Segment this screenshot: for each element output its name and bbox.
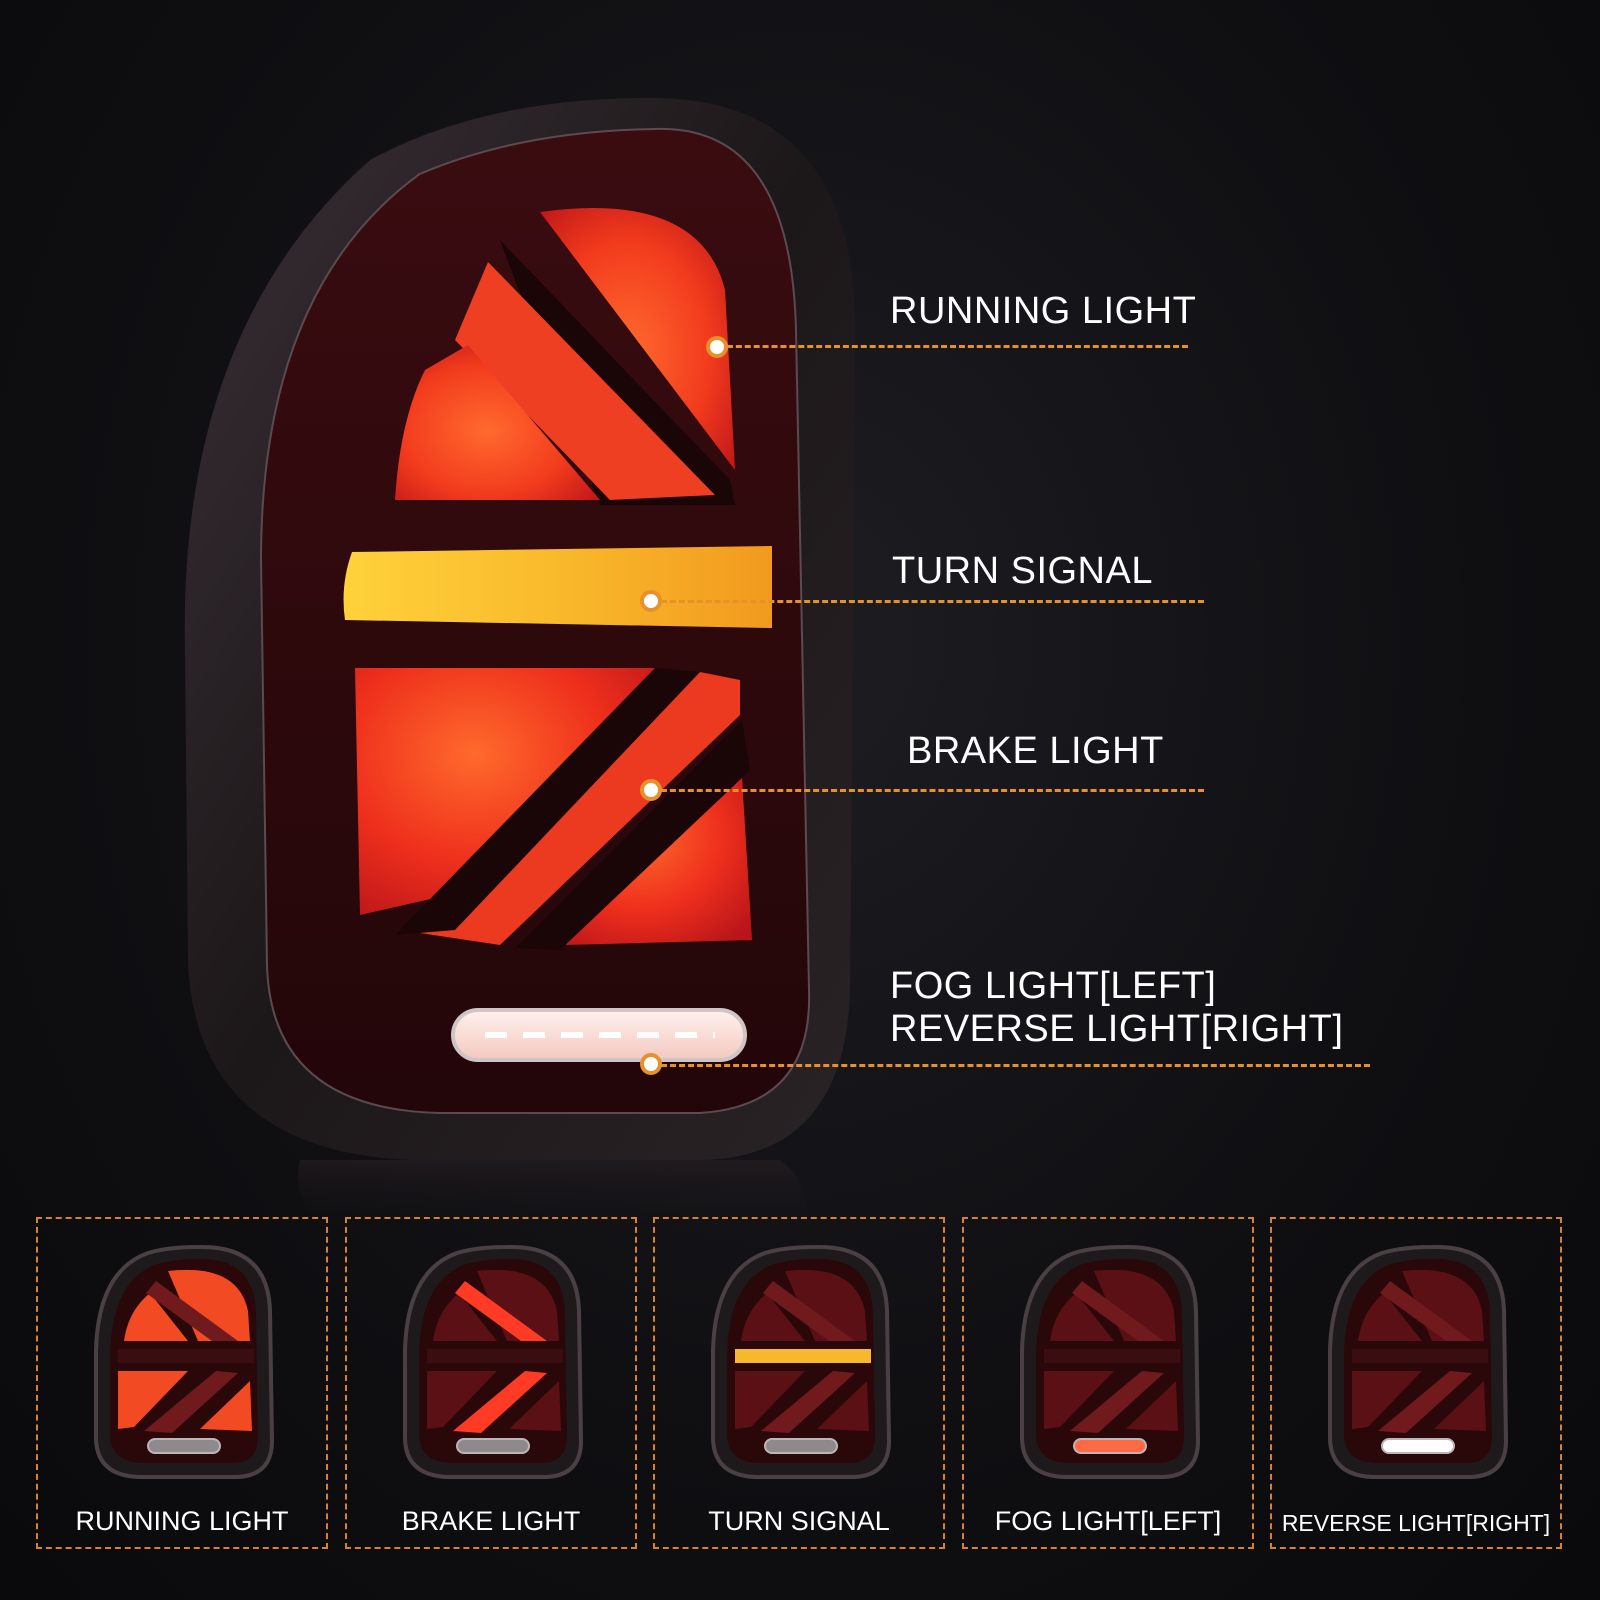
mode-tail-light-icon — [403, 1244, 584, 1479]
mode-label-fog: FOG LIGHT[LEFT] — [994, 1506, 1222, 1536]
mode-panel-fog: FOG LIGHT[LEFT] — [962, 1217, 1254, 1549]
mode-tail-light-icon — [94, 1244, 275, 1479]
mode-label-brake: BRAKE LIGHT — [401, 1506, 581, 1536]
running-light-marker — [706, 336, 728, 358]
mode-label-reverse: REVERSE LIGHT[RIGHT] — [1281, 1510, 1551, 1536]
brake-light-marker — [640, 779, 662, 801]
brake-light-label: BRAKE LIGHT — [907, 730, 1164, 772]
turn-signal-label: TURN SIGNAL — [892, 550, 1153, 592]
mode-panel-reverse: REVERSE LIGHT[RIGHT] — [1270, 1217, 1562, 1549]
turn-signal-marker — [640, 590, 662, 612]
fog-reverse-leader-line — [652, 1064, 1370, 1067]
mode-tail-light-icon — [1020, 1244, 1201, 1479]
turn-signal-leader-line — [652, 600, 1204, 603]
reverse-light-label: REVERSE LIGHT[RIGHT] — [890, 1008, 1344, 1050]
fog-light-label: FOG LIGHT[LEFT] — [890, 965, 1217, 1007]
running-light-leader-line — [718, 345, 1188, 348]
running-light-label: RUNNING LIGHT — [890, 290, 1197, 332]
fog-reverse-marker — [640, 1053, 662, 1075]
mode-tail-light-icon — [1328, 1244, 1509, 1479]
mode-label-running: RUNNING LIGHT — [75, 1506, 289, 1536]
mode-label-turn: TURN SIGNAL — [708, 1506, 890, 1536]
mode-tail-light-icon — [711, 1244, 892, 1479]
mode-panel-brake: BRAKE LIGHT — [345, 1217, 637, 1549]
mode-panel-running: RUNNING LIGHT — [36, 1217, 328, 1549]
brake-light-leader-line — [652, 789, 1204, 792]
mode-panel-turn: TURN SIGNAL — [653, 1217, 945, 1549]
